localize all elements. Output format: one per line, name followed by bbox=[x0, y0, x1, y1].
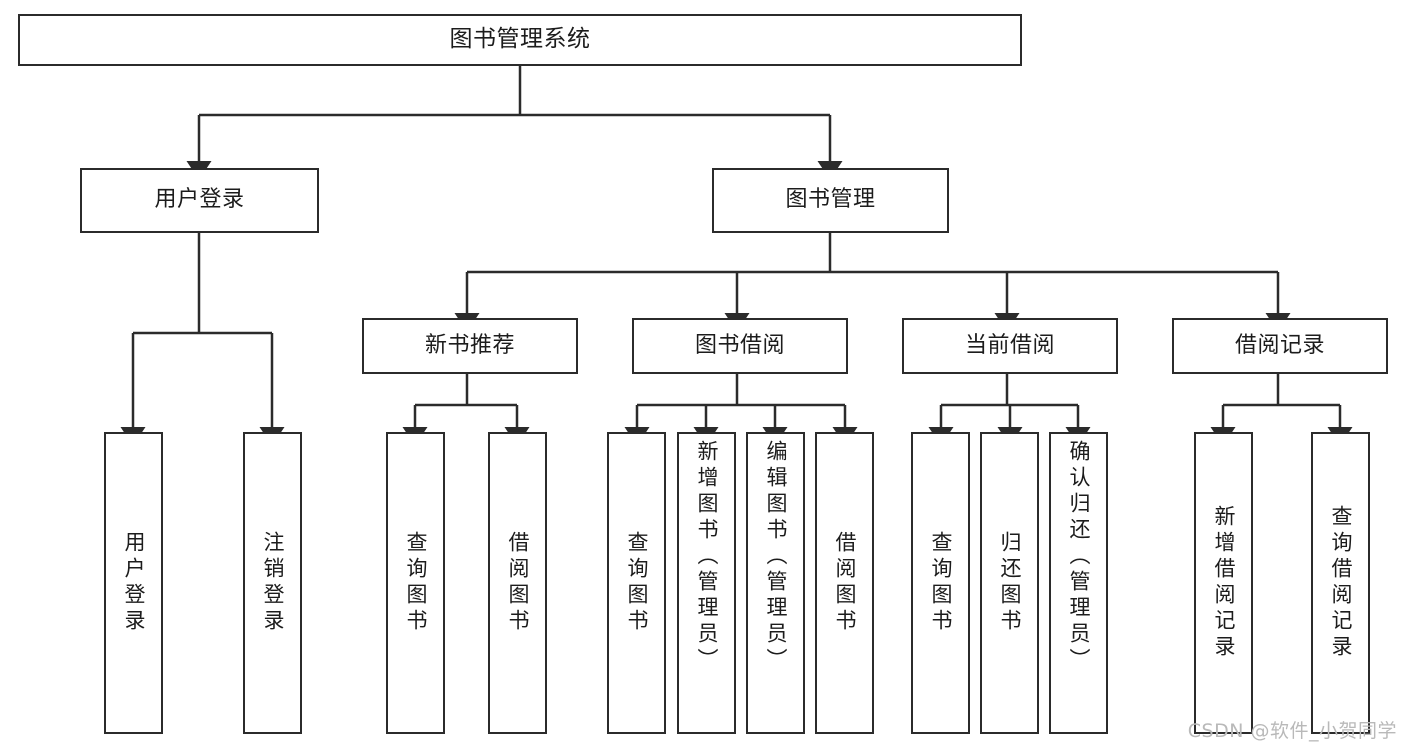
node-leaf-newbook-query[interactable]: 查询图书 bbox=[386, 432, 445, 734]
node-root-system[interactable]: 图书管理系统 bbox=[18, 14, 1022, 66]
node-leaf-borrow-query[interactable]: 查询图书 bbox=[607, 432, 666, 734]
node-book-management-label: 图书管理 bbox=[785, 187, 876, 213]
node-leaf-newbook-borrow[interactable]: 借阅图书 bbox=[488, 432, 547, 734]
node-user-login[interactable]: 用户登录 bbox=[80, 168, 319, 233]
node-leaf-current-return[interactable]: 归还图书 bbox=[980, 432, 1039, 734]
node-book-management[interactable]: 图书管理 bbox=[712, 168, 949, 233]
node-root-system-label: 图书管理系统 bbox=[449, 26, 591, 53]
node-new-book-recommend[interactable]: 新书推荐 bbox=[362, 318, 578, 374]
node-leaf-user-login-label: 用户登录 bbox=[122, 531, 146, 635]
node-leaf-borrow-edit[interactable]: 编辑图书（管理员） bbox=[746, 432, 805, 734]
node-leaf-current-confirm-label: 确认归还（管理员） bbox=[1067, 440, 1091, 674]
node-leaf-records-add[interactable]: 新增借阅记录 bbox=[1194, 432, 1253, 734]
node-leaf-current-confirm[interactable]: 确认归还（管理员） bbox=[1049, 432, 1108, 734]
node-leaf-records-add-label: 新增借阅记录 bbox=[1212, 505, 1236, 661]
node-leaf-current-return-label: 归还图书 bbox=[998, 531, 1022, 635]
node-leaf-current-query-label: 查询图书 bbox=[929, 531, 953, 635]
node-current-borrow[interactable]: 当前借阅 bbox=[902, 318, 1118, 374]
node-leaf-logout-label: 注销登录 bbox=[261, 531, 285, 635]
node-leaf-newbook-query-label: 查询图书 bbox=[404, 531, 428, 635]
node-leaf-borrow-edit-label: 编辑图书（管理员） bbox=[764, 440, 788, 674]
node-leaf-records-query-label: 查询借阅记录 bbox=[1329, 505, 1353, 661]
node-leaf-logout[interactable]: 注销登录 bbox=[243, 432, 302, 734]
node-user-login-label: 用户登录 bbox=[154, 187, 245, 213]
node-book-borrow-label: 图书借阅 bbox=[694, 332, 785, 358]
node-leaf-borrow-do[interactable]: 借阅图书 bbox=[815, 432, 874, 734]
node-leaf-borrow-query-label: 查询图书 bbox=[625, 531, 649, 635]
node-book-borrow[interactable]: 图书借阅 bbox=[632, 318, 848, 374]
node-new-book-recommend-label: 新书推荐 bbox=[424, 332, 515, 358]
node-current-borrow-label: 当前借阅 bbox=[964, 332, 1055, 358]
node-leaf-borrow-add[interactable]: 新增图书（管理员） bbox=[677, 432, 736, 734]
node-leaf-newbook-borrow-label: 借阅图书 bbox=[506, 531, 530, 635]
node-leaf-current-query[interactable]: 查询图书 bbox=[911, 432, 970, 734]
node-borrow-records-label: 借阅记录 bbox=[1234, 332, 1325, 358]
node-leaf-borrow-do-label: 借阅图书 bbox=[833, 531, 857, 635]
node-leaf-borrow-add-label: 新增图书（管理员） bbox=[695, 440, 719, 674]
node-leaf-user-login[interactable]: 用户登录 bbox=[104, 432, 163, 734]
node-leaf-records-query[interactable]: 查询借阅记录 bbox=[1311, 432, 1370, 734]
node-borrow-records[interactable]: 借阅记录 bbox=[1172, 318, 1388, 374]
